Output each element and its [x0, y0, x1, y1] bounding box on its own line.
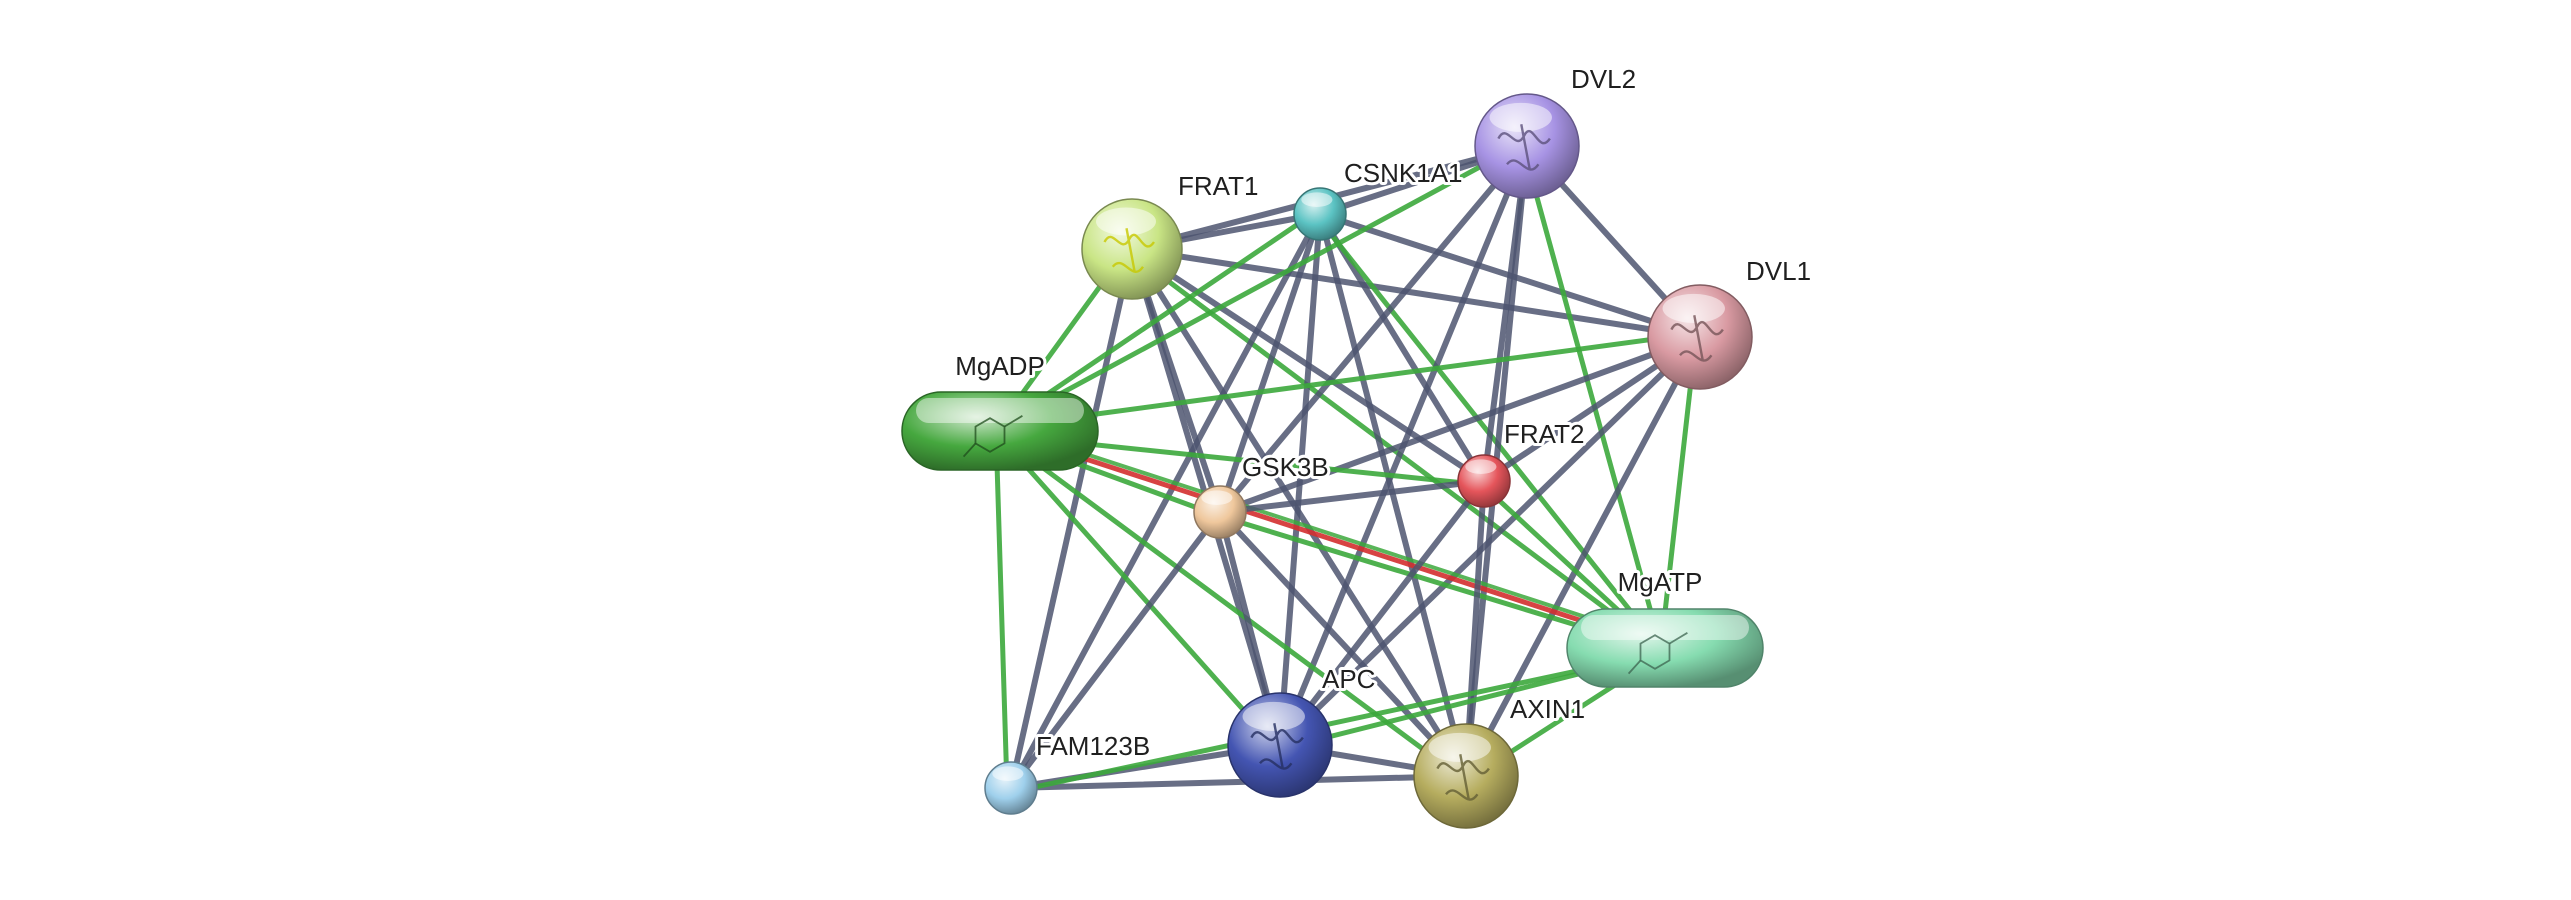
- node-dvl1[interactable]: DVL1: [1647, 253, 1814, 390]
- edge-csnk1a1-fam123b: [1008, 211, 1323, 791]
- node-label-apc: APC: [1322, 664, 1375, 694]
- node-frat1[interactable]: FRAT1: [1081, 168, 1261, 300]
- edge-gsk3b-frat2: [1217, 478, 1487, 515]
- node-dvl2[interactable]: DVL2: [1474, 61, 1639, 199]
- node-highlight: [1301, 192, 1333, 207]
- node-highlight: [1428, 732, 1491, 762]
- node-mgadp[interactable]: MgADP: [901, 348, 1099, 471]
- edge-mgadp-mgatp-secondary: [998, 424, 1667, 645]
- edge-layer: [993, 139, 1703, 795]
- node-label-csnk1a1: CSNK1A1: [1344, 158, 1463, 188]
- node-label-frat2: FRAT2: [1504, 419, 1584, 449]
- node-highlight: [916, 398, 1084, 423]
- edge-mgadp-fam123b: [993, 428, 1010, 791]
- edge-dvl2-mgatp: [1520, 144, 1664, 652]
- protein-structure-icon: [1103, 228, 1155, 273]
- node-label-dvl2: DVL2: [1571, 64, 1636, 94]
- protein-structure-icon: [1497, 124, 1551, 171]
- node-highlight: [1465, 459, 1497, 474]
- edge-dvl1-mgadp: [996, 330, 1702, 430]
- edge-frat2-apc: [1277, 478, 1487, 748]
- node-pill-shape: [1566, 608, 1764, 688]
- edge-dvl1-axin1: [1463, 334, 1703, 779]
- node-highlight: [992, 766, 1024, 781]
- protein-structure-icon: [1250, 723, 1304, 770]
- node-label-gsk3b: GSK3B: [1242, 452, 1329, 482]
- edge-csnk1a1-apc: [1277, 211, 1323, 748]
- node-pill-shape: [901, 391, 1099, 471]
- edge-dvl1-apc: [1277, 334, 1703, 748]
- node-highlight: [1489, 102, 1552, 132]
- node-highlight: [1242, 701, 1305, 731]
- edge-fam123b-mgatp: [1009, 649, 1669, 795]
- protein-structure-icon: [1436, 754, 1490, 801]
- node-highlight: [1201, 490, 1233, 505]
- node-highlight: [1096, 207, 1156, 236]
- edge-axin1-fam123b: [1008, 773, 1469, 791]
- edge-dvl2-gsk3b: [1217, 143, 1530, 515]
- edge-gsk3b-axin1: [1217, 509, 1469, 779]
- node-label-frat1: FRAT1: [1178, 171, 1258, 201]
- edge-frat1-dvl1: [1129, 246, 1703, 340]
- node-mgatp[interactable]: MgATP: [1566, 564, 1764, 688]
- node-csnk1a1[interactable]: CSNK1A1: [1293, 155, 1466, 241]
- edge-gsk3b-fam123b: [1008, 509, 1223, 791]
- node-fam123b[interactable]: FAM123B: [984, 728, 1153, 815]
- edge-dvl1-gsk3b: [1217, 334, 1703, 515]
- edge-mgadp-mgatp: [997, 428, 1668, 651]
- node-highlight: [1581, 615, 1749, 640]
- node-highlight: [1662, 293, 1725, 323]
- node-label-fam123b: FAM123B: [1036, 731, 1150, 761]
- node-label-mgadp: MgADP: [955, 351, 1045, 381]
- node-frat2[interactable]: FRAT2: [1457, 416, 1587, 508]
- edge-csnk1a1-axin1: [1317, 211, 1469, 779]
- protein-structure-icon: [1670, 315, 1724, 362]
- node-label-axin1: AXIN1: [1510, 694, 1585, 724]
- node-label-dvl1: DVL1: [1746, 256, 1811, 286]
- edge-frat1-mgatp: [1127, 249, 1666, 654]
- edge-dvl2-mgadp: [995, 139, 1528, 430]
- edge-mgadp-apc: [994, 431, 1280, 751]
- compound-structure-icon: [962, 415, 1023, 458]
- node-gsk3b[interactable]: GSK3B: [1193, 449, 1332, 539]
- node-label-mgatp: MgATP: [1618, 567, 1703, 597]
- node-axin1[interactable]: AXIN1: [1413, 691, 1588, 829]
- node-apc[interactable]: APC: [1227, 661, 1378, 798]
- compound-structure-icon: [1627, 632, 1688, 675]
